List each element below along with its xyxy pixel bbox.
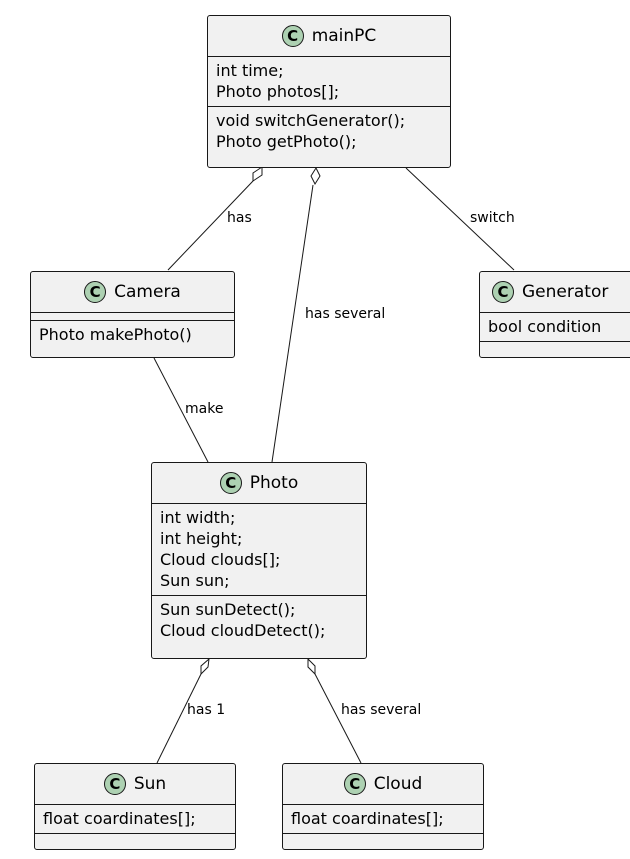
class-name: Generator: [522, 282, 609, 302]
class-c-icon: C: [84, 281, 107, 303]
aggregation-diamond-icon: [200, 657, 210, 676]
method: Cloud cloudDetect();: [160, 621, 326, 640]
attribute: float coardinates[];: [291, 809, 444, 828]
class-name: Sun: [133, 774, 167, 794]
method: Sun sunDetect();: [160, 600, 296, 619]
class-name: mainPC: [311, 26, 377, 46]
attributes-section: int time; Photo photos[];: [208, 56, 450, 106]
relation-photo-cloud: [314, 673, 362, 764]
class-mainpc[interactable]: C mainPC int time; Photo photos[]; void …: [207, 15, 451, 168]
attribute: Cloud clouds[];: [160, 550, 281, 569]
attribute: Sun sun;: [160, 571, 230, 590]
relation-label-has-1: has 1: [187, 702, 226, 718]
class-name: Photo: [249, 473, 299, 493]
class-generator[interactable]: C Generator bool condition: [479, 271, 630, 358]
aggregation-diamond-icon: [307, 657, 316, 676]
relation-mainpc-generator: [405, 167, 515, 271]
aggregation-diamond-icon: [252, 166, 263, 182]
relation-label-has-several: has several: [341, 702, 422, 718]
attributes-section: bool condition: [480, 312, 630, 341]
class-c-icon: C: [103, 773, 126, 795]
class-header: C Generator: [480, 272, 630, 312]
methods-section: Sun sunDetect(); Cloud cloudDetect();: [152, 595, 366, 645]
attribute: int width;: [160, 508, 236, 527]
class-cloud[interactable]: C Cloud float coardinates[];: [282, 763, 484, 850]
class-header: C Sun: [35, 764, 235, 804]
attribute: bool condition: [488, 317, 602, 336]
class-header: C Photo: [152, 463, 366, 503]
methods-section: void switchGenerator(); Photo getPhoto()…: [208, 106, 450, 156]
relation-camera-photo: [153, 357, 209, 463]
attribute: int height;: [160, 529, 243, 548]
class-header: C Camera: [31, 272, 234, 312]
attribute: int time;: [216, 61, 284, 80]
methods-section: [283, 833, 483, 841]
methods-section: Photo makePhoto(): [31, 320, 234, 349]
class-photo[interactable]: C Photo int width; int height; Cloud clo…: [151, 462, 367, 659]
attributes-section: [31, 312, 234, 320]
methods-section: [35, 833, 235, 841]
class-name: Cloud: [373, 774, 423, 794]
method: Photo makePhoto(): [39, 325, 192, 344]
attributes-section: int width; int height; Cloud clouds[]; S…: [152, 503, 366, 595]
class-name: Camera: [114, 282, 181, 302]
class-header: C Cloud: [283, 764, 483, 804]
class-c-icon: C: [492, 281, 514, 303]
relation-label-has: has: [227, 210, 252, 226]
method: void switchGenerator();: [216, 111, 406, 130]
relation-mainpc-camera: [167, 180, 254, 271]
class-camera[interactable]: C Camera Photo makePhoto(): [30, 271, 235, 358]
methods-section: [480, 341, 630, 349]
class-header: C mainPC: [208, 16, 450, 56]
aggregation-diamond-icon: [310, 166, 321, 186]
attributes-section: float coardinates[];: [35, 804, 235, 833]
relation-label-make: make: [185, 401, 224, 417]
class-sun[interactable]: C Sun float coardinates[];: [34, 763, 236, 850]
attributes-section: float coardinates[];: [283, 804, 483, 833]
class-c-icon: C: [219, 472, 242, 494]
relation-label-switch: switch: [470, 210, 515, 226]
relation-label-has-several: has several: [305, 306, 386, 322]
relation-mainpc-photo: [271, 184, 314, 463]
method: Photo getPhoto();: [216, 132, 357, 151]
class-c-icon: C: [281, 25, 304, 47]
class-c-icon: C: [343, 773, 366, 795]
attribute: Photo photos[];: [216, 82, 340, 101]
attribute: float coardinates[];: [43, 809, 196, 828]
relation-photo-sun: [156, 673, 202, 764]
